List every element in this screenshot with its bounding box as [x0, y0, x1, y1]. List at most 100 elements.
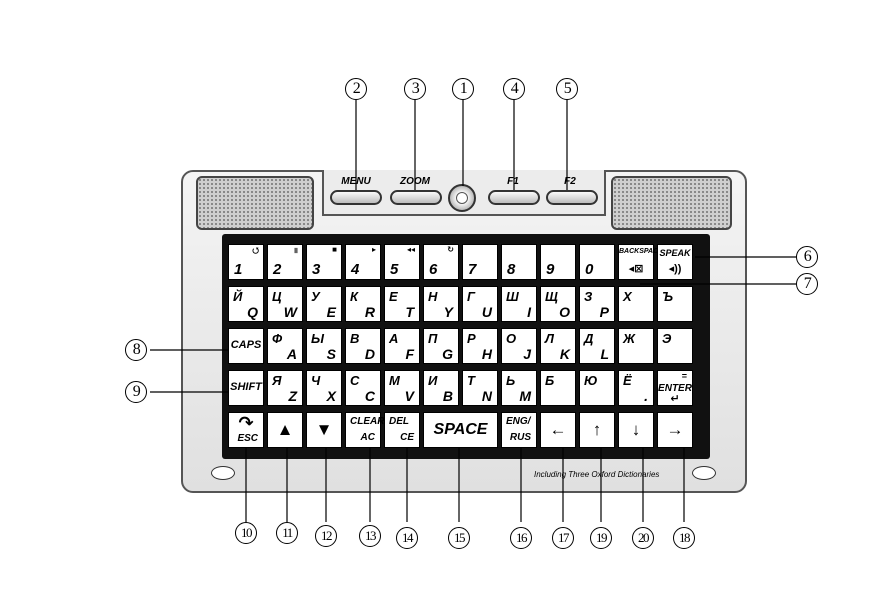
replay-icon: ↻ [447, 245, 454, 254]
left-arrow-key[interactable]: ← [540, 412, 576, 448]
f2-key[interactable] [546, 190, 598, 205]
callout-9: 9 [125, 381, 147, 403]
callout-17: 17 [552, 527, 574, 549]
enter-key[interactable]: = ENTER ↵ [657, 370, 693, 406]
cyrillic-label: О [506, 331, 517, 346]
cyrillic-label: Ё [623, 373, 632, 388]
page-up-key[interactable]: ▲ [267, 412, 303, 448]
key-8[interactable]: 8 [501, 244, 537, 280]
key-5[interactable]: ◂◂ 5 [384, 244, 420, 280]
f1-key[interactable] [488, 190, 540, 205]
key-6[interactable]: ↻ 6 [423, 244, 459, 280]
cyrillic-label: З [584, 289, 593, 304]
cyrillic-label: Э [662, 331, 672, 346]
key-zhe[interactable]: Ж [618, 328, 654, 364]
latin-label: U [481, 304, 492, 320]
key-2[interactable]: ॥ 2 [267, 244, 303, 280]
down-arrow-icon: ↓ [631, 420, 641, 439]
esc-key[interactable]: ↷ ESC [228, 412, 264, 448]
cyrillic-label: Б [545, 373, 555, 388]
power-button[interactable] [448, 184, 476, 212]
key-7[interactable]: 7 [462, 244, 498, 280]
key-0[interactable]: 0 [579, 244, 615, 280]
key-4[interactable]: ▸ 4 [345, 244, 381, 280]
key-3[interactable]: ■ 3 [306, 244, 342, 280]
callout-12: 12 [315, 525, 337, 547]
cyrillic-label: Х [623, 289, 632, 304]
callout-10: 10 [235, 522, 257, 544]
key-be[interactable]: Б [540, 370, 576, 406]
up-arrow-key[interactable]: ↑ [579, 412, 615, 448]
space-key[interactable]: SPACE [423, 412, 498, 448]
key-label-bottom: CE [400, 432, 414, 443]
latin-label: G [442, 346, 453, 362]
key-main-label: 8 [507, 261, 516, 278]
callout-15: 15 [448, 527, 470, 549]
latin-label: F [405, 346, 414, 362]
down-arrow-key[interactable]: ↓ [618, 412, 654, 448]
key-main-label: 2 [273, 261, 282, 278]
menu-key[interactable] [330, 190, 382, 205]
cyrillic-label: Л [545, 331, 554, 346]
speak-key[interactable]: SPEAK ◂)) [657, 244, 693, 280]
backspace-key[interactable]: BACKSPACE ◂⊠ [618, 244, 663, 280]
key-yu[interactable]: Ю [579, 370, 615, 406]
cyrillic-label: Ж [623, 331, 636, 346]
callout-16: 16 [510, 527, 532, 549]
double-down-arrow-icon: ▼ [315, 420, 333, 439]
right-arrow-icon: → [666, 420, 684, 439]
right-arrow-key[interactable]: → [657, 412, 693, 448]
cyrillic-label: И [428, 373, 438, 388]
latin-label: D [364, 346, 375, 362]
f2-key-label: F2 [564, 176, 576, 187]
cyrillic-label: Г [467, 289, 475, 304]
latin-label: . [644, 388, 648, 404]
latin-label: O [559, 304, 570, 320]
key-e-reversed[interactable]: Э [657, 328, 693, 364]
stop-icon: ■ [332, 245, 337, 254]
key-hard-sign[interactable]: Ъ [657, 286, 693, 322]
key-yo[interactable]: Ё. [618, 370, 654, 406]
eng-rus-key[interactable]: ENG/RUS [501, 412, 537, 448]
caps-key[interactable]: CAPS [228, 328, 264, 364]
key-main-label: 1 [234, 261, 243, 278]
key-label-top: DEL [389, 416, 409, 427]
key-kha[interactable]: Х [618, 286, 654, 322]
cyrillic-label: Н [428, 289, 438, 304]
shift-key[interactable]: SHIFT [228, 370, 264, 406]
zoom-key[interactable] [390, 190, 442, 205]
page-down-key[interactable]: ▼ [306, 412, 342, 448]
latin-label: Y [443, 304, 453, 320]
del-key[interactable]: DEL CE [384, 412, 420, 448]
key-9[interactable]: 9 [540, 244, 576, 280]
key-1[interactable]: ⭯ 1 [228, 244, 264, 280]
speaker-icon: ◂)) [668, 263, 682, 275]
